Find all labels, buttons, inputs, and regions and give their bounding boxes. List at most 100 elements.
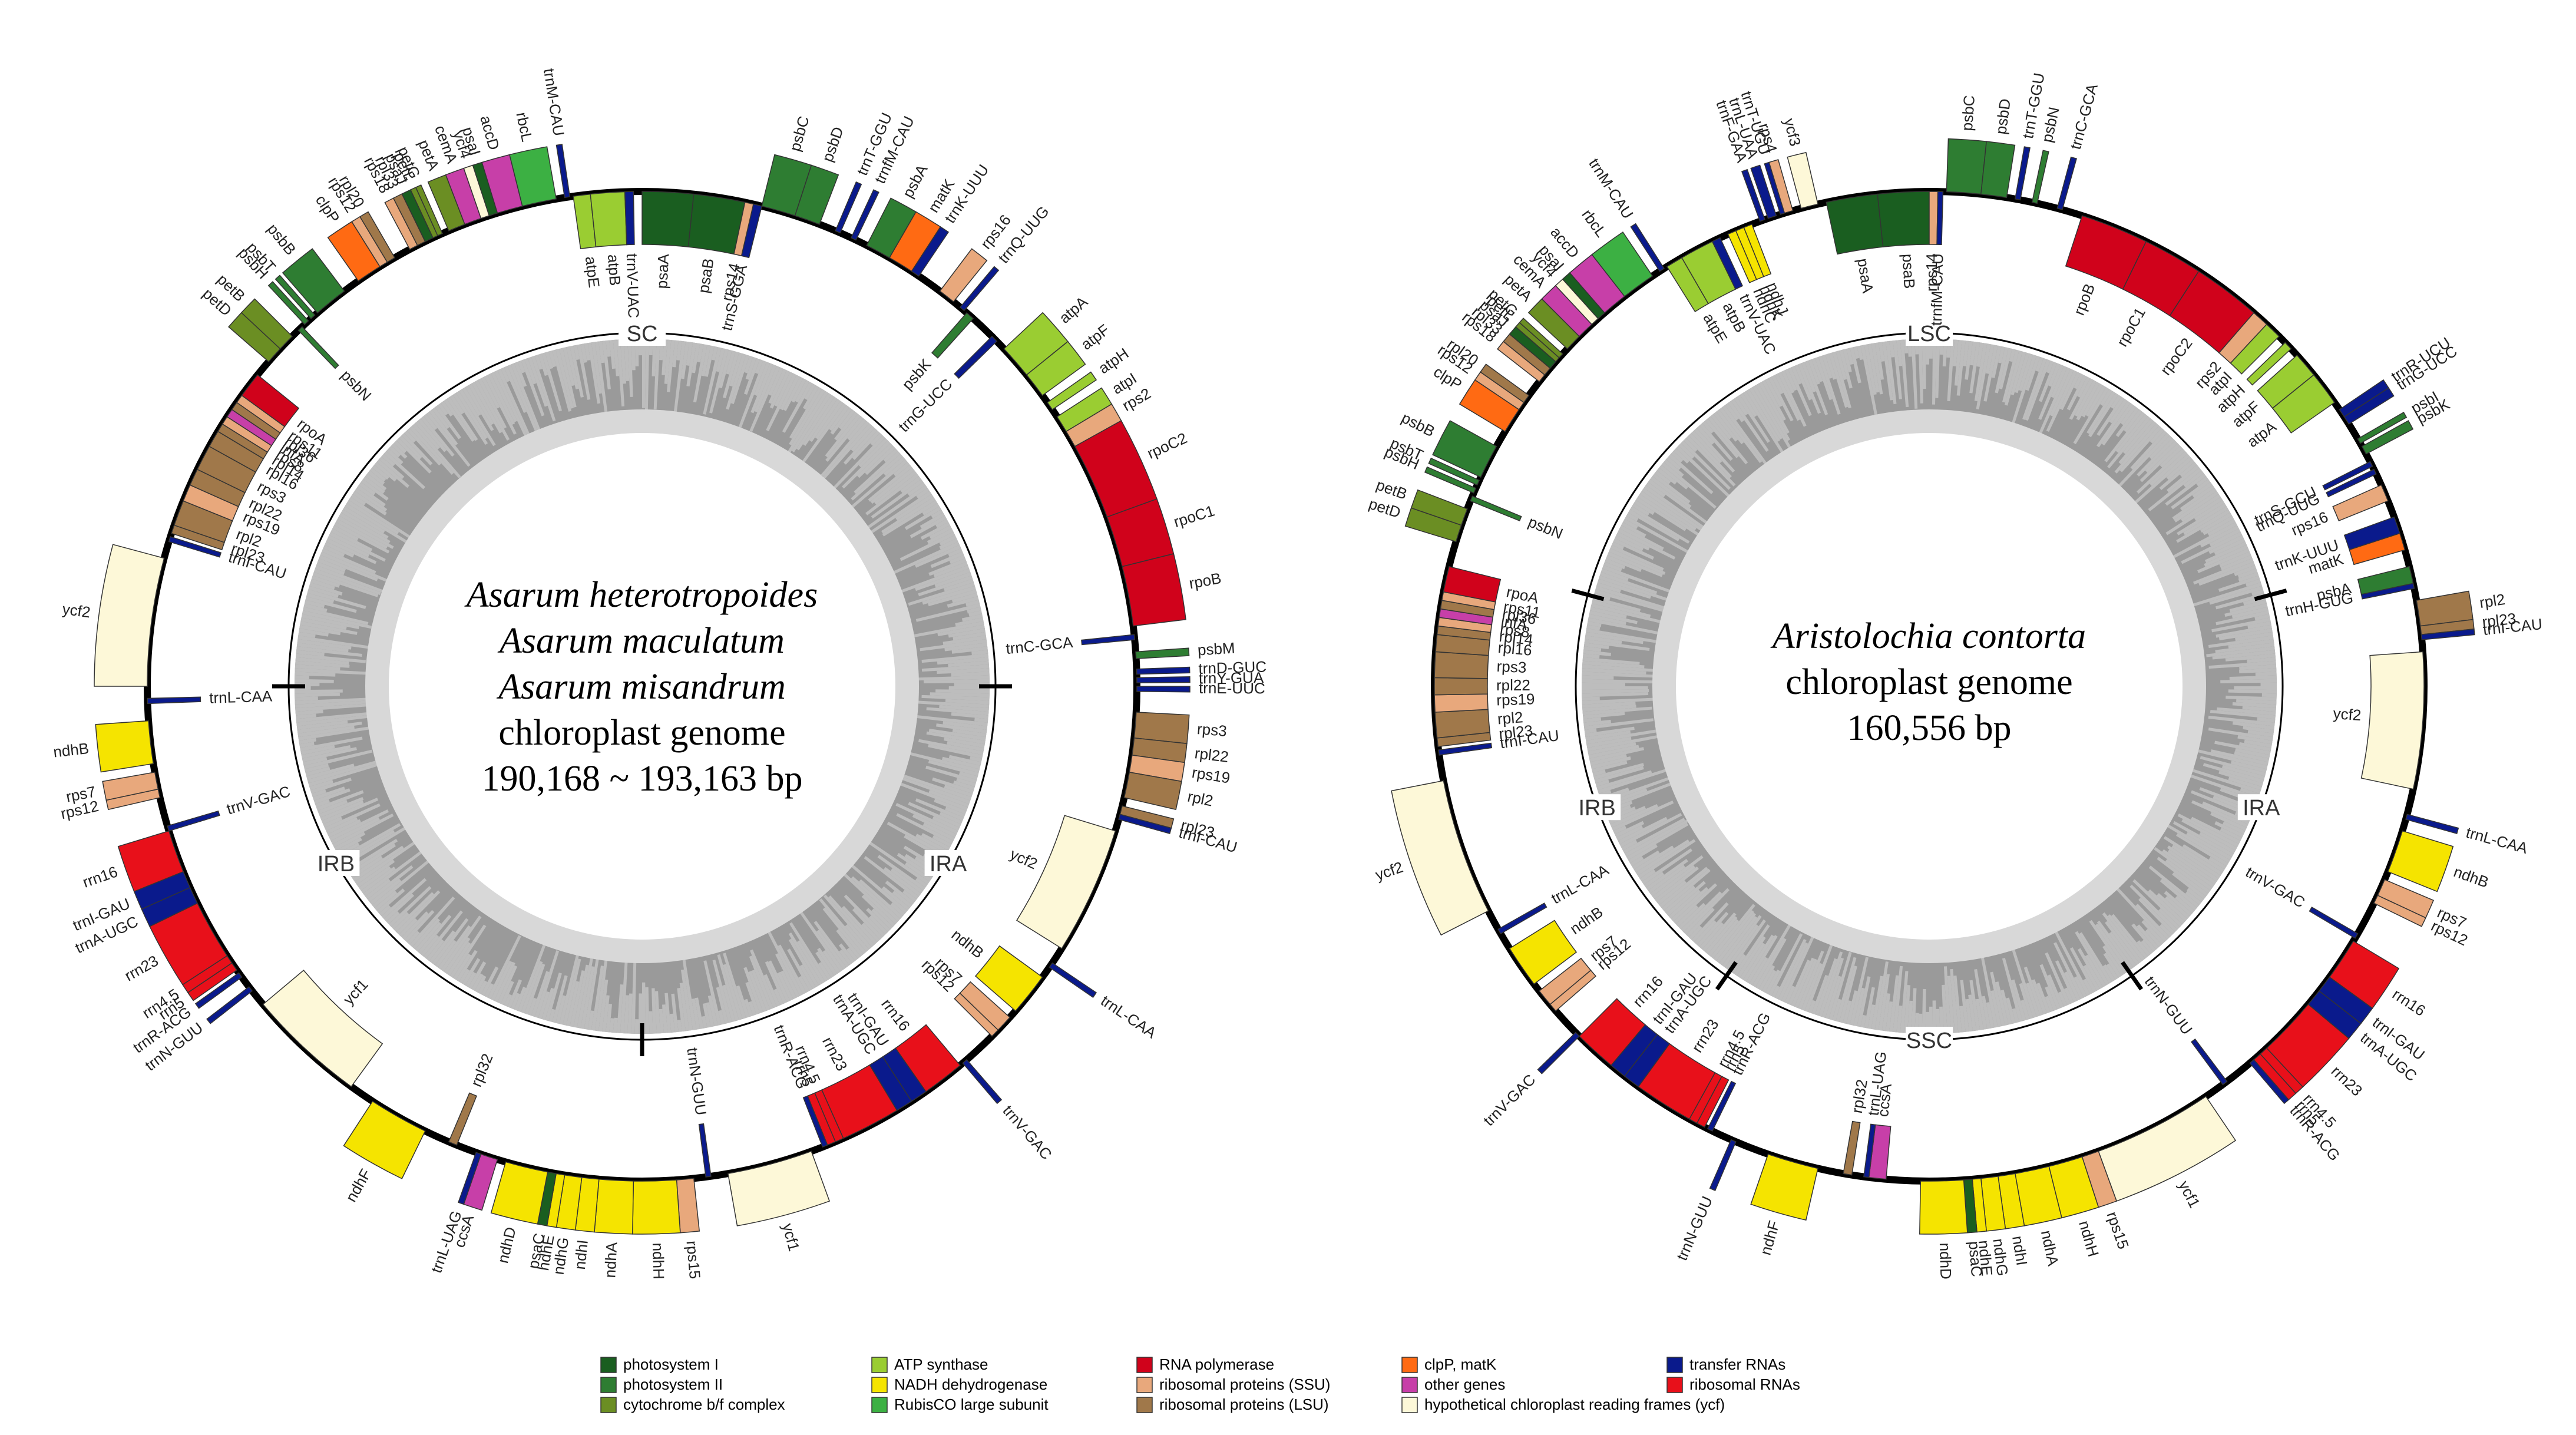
gc-bar — [2137, 448, 2185, 494]
gc-bar — [838, 409, 855, 429]
gc-bar — [2101, 403, 2134, 446]
legend-swatch — [1666, 1377, 1683, 1393]
gc-bar — [2106, 963, 2119, 980]
gc-bar — [821, 421, 869, 477]
gene-block — [1768, 159, 1794, 214]
gc-bar — [2214, 740, 2271, 755]
gene-block — [1118, 814, 1172, 835]
gc-bar — [1716, 409, 1744, 445]
gc-bar — [838, 943, 855, 963]
gc-bar — [1661, 868, 1711, 911]
gc-bar — [511, 363, 541, 432]
gc-bar — [912, 814, 957, 838]
gc-bar — [2025, 355, 2041, 391]
gene-block — [458, 1152, 482, 1205]
gc-bar — [1778, 372, 1807, 427]
gc-bar — [594, 960, 608, 1031]
gc-bar — [852, 908, 883, 940]
gc-bar — [1702, 421, 1714, 434]
gene-label: psaC — [1965, 1241, 1986, 1278]
gc-bar — [2192, 482, 2213, 498]
gc-bar — [2209, 586, 2263, 605]
gene-block — [2322, 461, 2373, 491]
gc-bar — [2177, 503, 2227, 535]
gc-bar — [2211, 617, 2271, 633]
gc-bar — [2176, 833, 2228, 867]
gc-bar — [2019, 983, 2033, 1019]
gene-block — [939, 248, 988, 303]
gc-bar — [897, 852, 934, 879]
gc-bar — [2222, 821, 2246, 835]
gc-bar — [753, 362, 771, 396]
gc-bar — [462, 958, 481, 986]
gc-bar — [301, 614, 360, 630]
gc-bar — [2159, 459, 2195, 491]
gc-bar — [915, 545, 961, 568]
gc-bar — [420, 934, 439, 957]
gc-bar — [1582, 697, 1656, 705]
gc-bar — [1843, 349, 1852, 373]
gc-bar — [1583, 650, 1612, 656]
gc-bar — [2149, 435, 2172, 459]
gc-bar — [881, 497, 936, 534]
gc-bar — [301, 745, 351, 759]
gc-bar — [1843, 1000, 1852, 1024]
gc-bar — [662, 1004, 668, 1033]
gc-bar — [2198, 561, 2255, 586]
gc-bar — [1725, 403, 1740, 421]
legend-swatch — [600, 1397, 617, 1413]
gc-bar — [895, 494, 934, 521]
gc-bar — [865, 445, 896, 475]
gc-bar — [1746, 935, 1778, 984]
gc-bar — [2157, 893, 2188, 922]
gene-label: trnD-GUC — [1198, 657, 1266, 677]
gc-bar — [295, 672, 336, 677]
gene-block — [1434, 651, 1489, 679]
gc-bar — [971, 650, 988, 656]
gc-bar — [2200, 512, 2233, 533]
gc-bar — [300, 745, 335, 755]
gene-block — [1929, 191, 1939, 245]
gc-bar — [709, 349, 729, 414]
gc-bar — [1719, 915, 1758, 966]
gc-bar — [455, 950, 478, 982]
gc-bar — [908, 752, 980, 773]
gc-bar — [2165, 497, 2223, 535]
gc-bar — [967, 607, 981, 614]
gc-bar — [474, 380, 510, 441]
gc-bar — [555, 349, 574, 409]
gc-bar — [1644, 871, 1665, 888]
gc-bar — [2164, 895, 2190, 919]
gene-block — [2387, 830, 2454, 892]
gc-bar — [584, 343, 591, 361]
gene-block — [2246, 342, 2292, 386]
gene-block — [490, 1161, 548, 1225]
gc-bar — [1659, 867, 1708, 908]
gc-bar — [955, 617, 984, 627]
gc-bar — [2010, 944, 2037, 1019]
gc-bar — [361, 867, 396, 894]
gc-bar — [1811, 974, 1828, 1015]
gc-bar — [1821, 354, 1833, 379]
gene-block — [2098, 1096, 2237, 1202]
gc-bar — [763, 974, 781, 1007]
gc-bar — [297, 722, 362, 734]
gc-bar — [2254, 614, 2270, 621]
gc-bar — [449, 395, 465, 415]
gc-bar — [2202, 801, 2250, 825]
gc-bar — [323, 816, 343, 828]
gc-bar — [552, 349, 571, 412]
gc-bar — [825, 414, 861, 458]
gc-bar — [766, 373, 797, 432]
gc-bar — [1583, 719, 1611, 726]
gc-bar — [799, 964, 816, 990]
gc-bar — [365, 878, 391, 900]
gc-bar — [723, 953, 746, 1019]
gc-bar — [2208, 857, 2227, 869]
gc-bar — [298, 631, 316, 639]
gene-label: trnN-GUU — [2141, 973, 2196, 1038]
region-label-bg — [2237, 794, 2285, 821]
gc-bar — [1740, 392, 1758, 417]
gc-bar — [423, 910, 463, 959]
